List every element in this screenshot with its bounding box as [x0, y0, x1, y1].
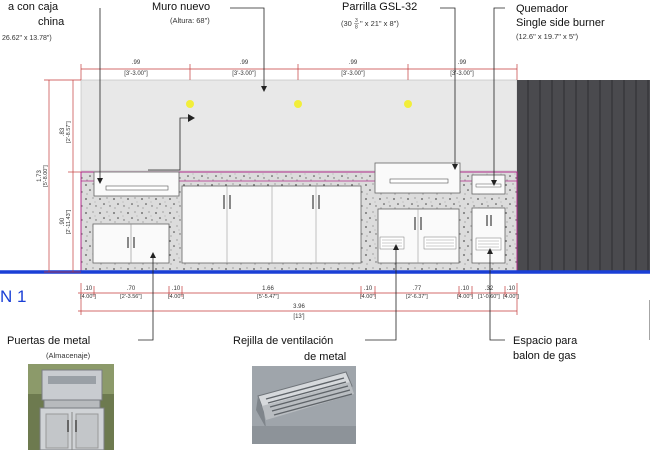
dim-top-imperial: [3'-3.00"] [124, 71, 148, 77]
dim-bottom-metric: .10 [507, 286, 516, 292]
dim-top-metric: .99 [132, 60, 141, 66]
dim-top-imperial: [3'-3.00"] [450, 71, 474, 77]
leader-arrows [97, 86, 497, 258]
doors-callout-title: Puertas de metal [7, 335, 90, 347]
burner-callout-title2: Single side burner [516, 17, 605, 29]
gas-callout-title2: balon de gas [513, 350, 576, 362]
grill-dims-post: " x 21" x 8") [360, 19, 399, 28]
dim-bottom-metric: 1.66 [262, 286, 274, 292]
dim-bottom-imperial: [2'-3.56"] [120, 294, 142, 300]
metal-doors-photo [28, 364, 114, 450]
dim-left-total-imperial: [5'-8.00"] [43, 165, 49, 187]
grill-callout-title: Parrilla GSL-32 [342, 1, 417, 13]
left-dimension-chain: .83 [2'-8.57"] .90 [2'-11.43"] 1.73 [5'-… [37, 79, 81, 273]
doors-callout-sub: (Almacenaje) [46, 351, 91, 360]
grill-dims-frac-den: 8 [355, 25, 358, 31]
dim-bottom-metric: .10 [172, 286, 181, 292]
grill-unit [374, 162, 461, 194]
dim-bottom-imperial: [4.00"] [360, 294, 376, 300]
top-dimension-chain: .99 [3'-3.00"] .99 [3'-3.00"] .99 [3'-3.… [80, 60, 518, 80]
wall-lights [186, 100, 412, 108]
vent-callout-title2: de metal [304, 351, 346, 363]
dim-left-total-metric: 1.73 [37, 170, 43, 182]
dim-bottom-metric: .32 [485, 286, 494, 292]
wall-callout-title: Muro nuevo [152, 1, 210, 13]
gas-cabinet-door [471, 207, 506, 264]
wall-callout-sub: (Altura: 68") [170, 16, 210, 25]
left-storage-doors [92, 223, 170, 264]
dim-bottom-metric: .10 [461, 286, 470, 292]
view-label: N 1 [0, 287, 26, 306]
dim-total-metric: 3.96 [293, 304, 305, 310]
burner-callout-title1: Quemador [516, 3, 568, 15]
dim-left-metric: .83 [60, 127, 66, 136]
sink-callout-line2: china [38, 16, 65, 28]
dim-bottom-imperial: [5'-5.47"] [257, 294, 279, 300]
gas-callout-title1: Espacio para [513, 335, 578, 347]
vent-callout-title1: Rejilla de ventilación [233, 335, 333, 347]
dim-left-imperial: [2'-8.57"] [66, 121, 72, 143]
dim-total-imperial: [13'] [293, 314, 304, 320]
dim-bottom-metric: .10 [364, 286, 373, 292]
dim-bottom-metric: .70 [127, 286, 136, 292]
dim-left-metric: .90 [60, 217, 66, 226]
dim-bottom-imperial: [1'-0.60"] [478, 294, 500, 300]
sink-box [93, 171, 180, 197]
grill-callout-dims: (30 3 8 " x 21" x 8") [341, 18, 399, 31]
dim-bottom-imperial: [2'-6.37"] [406, 294, 428, 300]
dim-top-metric: .99 [240, 60, 249, 66]
leader-lines [99, 7, 650, 341]
dim-top-imperial: [3'-3.00"] [341, 71, 365, 77]
grill-base-doors [377, 208, 460, 264]
new-wall [80, 79, 518, 172]
dim-top-imperial: [3'-3.00"] [232, 71, 256, 77]
dim-bottom-metric: .10 [84, 286, 93, 292]
sink-callout-dims: 26.62" x 13.78") [2, 35, 52, 42]
dim-bottom-metric: .77 [413, 286, 422, 292]
dim-bottom-imperial: [4.00"] [80, 294, 96, 300]
grill-dims-frac-num: 3 [355, 18, 358, 24]
vent-grille-photo [252, 366, 356, 444]
bottom-dimension-chain: .10 [4.00"] .70 [2'-3.56"] .10 [4.00"] 1… [78, 283, 519, 320]
dim-bottom-imperial: [4.00"] [503, 294, 519, 300]
dim-top-metric: .99 [458, 60, 467, 66]
grill-dims-pre: (30 [341, 19, 352, 28]
dim-bottom-imperial: [4.00"] [457, 294, 473, 300]
dim-bottom-imperial: [4.00"] [168, 294, 184, 300]
dim-left-imperial: [2'-11.43"] [66, 209, 72, 234]
burner-callout-dims: (12.6" x 19.7" x 5") [516, 32, 579, 41]
sink-callout-line1: a con caja [8, 1, 59, 13]
dim-top-metric: .99 [349, 60, 358, 66]
center-storage-doors [181, 185, 362, 264]
dark-panel-wall [517, 80, 650, 273]
